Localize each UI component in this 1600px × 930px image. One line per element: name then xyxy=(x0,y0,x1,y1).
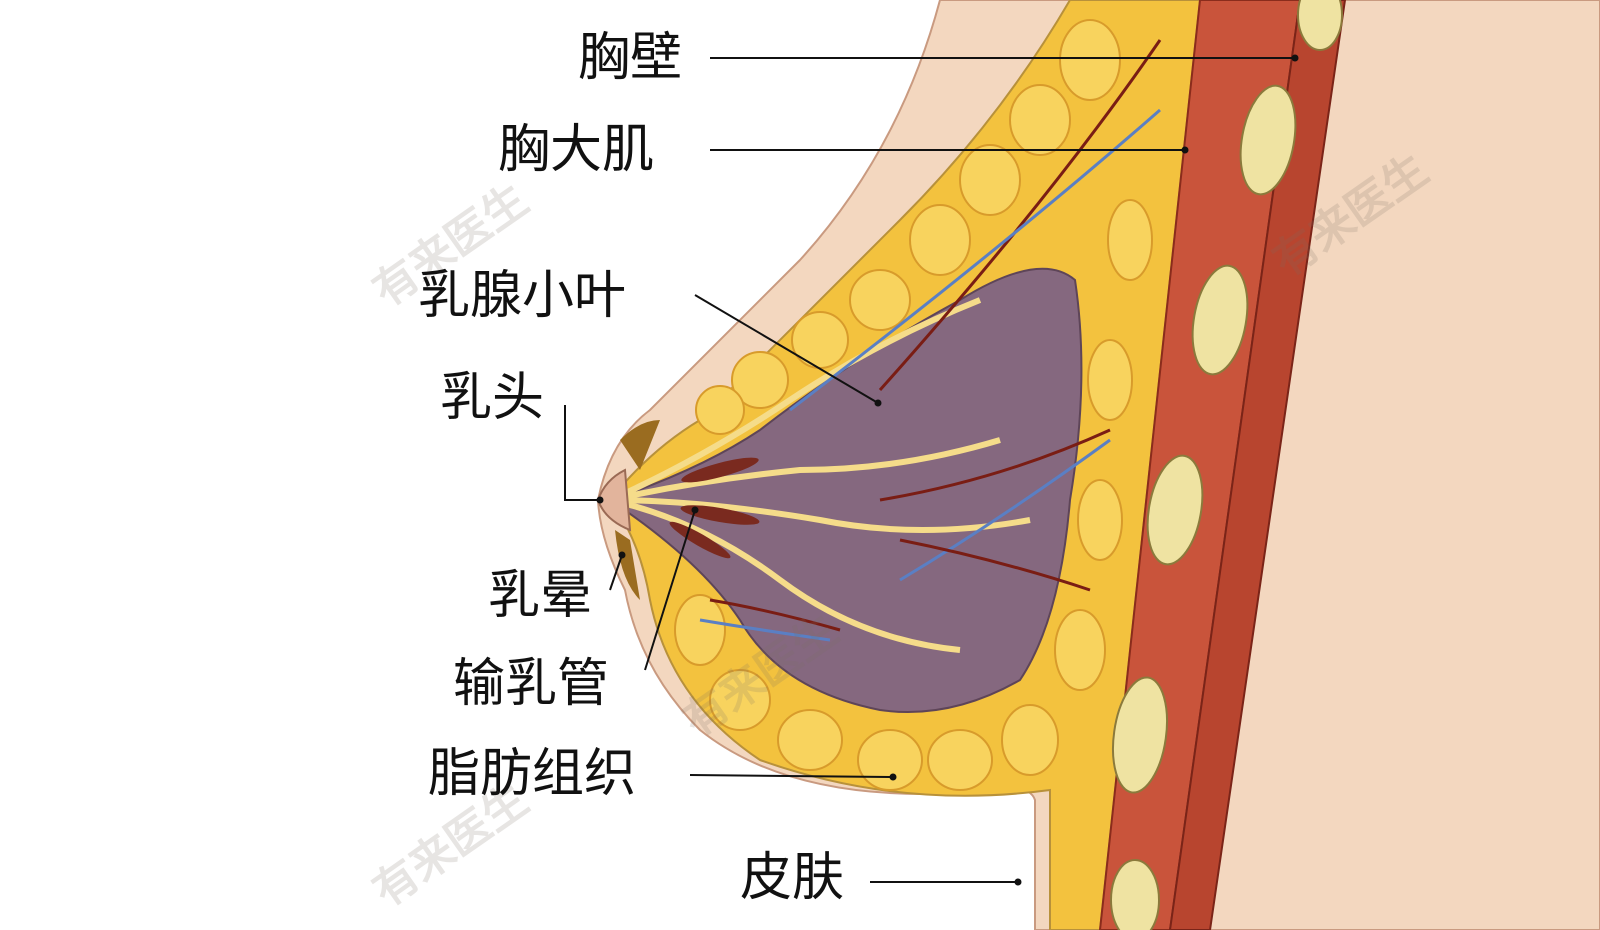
milk-sinuses xyxy=(669,457,760,559)
label-fat: 脂肪组织 xyxy=(428,744,637,804)
label-chest-wall: 胸壁 xyxy=(578,28,683,88)
ducts xyxy=(608,297,1031,653)
ribs xyxy=(1110,0,1343,930)
leader-dots xyxy=(596,54,1299,886)
nipple xyxy=(596,468,632,532)
label-nipple: 乳头 xyxy=(440,368,545,428)
label-skin: 皮肤 xyxy=(740,848,845,908)
label-areola: 乳晕 xyxy=(488,566,593,626)
label-pectoralis-major: 胸大肌 xyxy=(498,120,655,180)
areola xyxy=(615,420,660,600)
label-lobules: 乳腺小叶 xyxy=(418,266,627,326)
blood-vessels xyxy=(699,39,1162,642)
label-ducts: 输乳管 xyxy=(453,654,610,714)
leader-lines xyxy=(564,57,1295,883)
